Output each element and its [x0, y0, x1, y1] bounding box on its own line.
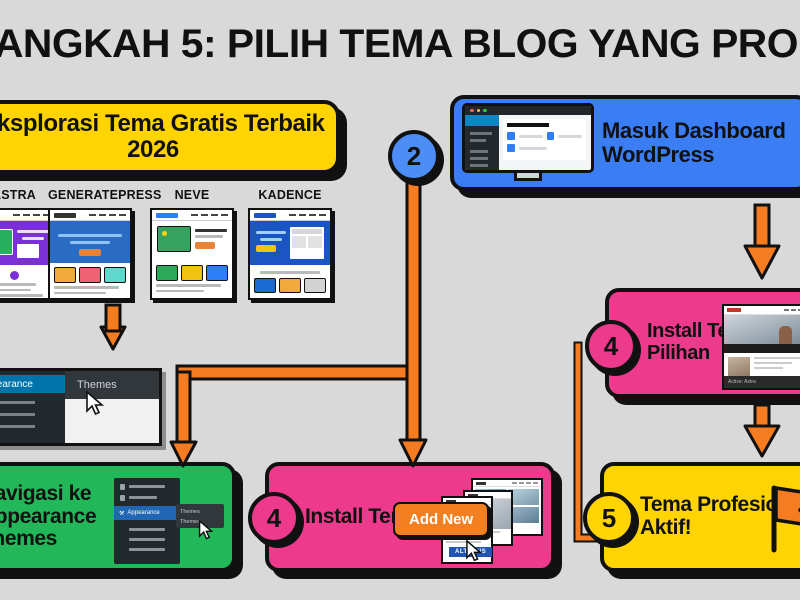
theme-column-neve[interactable]: NEVE [150, 188, 234, 300]
theme-topbar [250, 210, 330, 221]
theme-body [0, 265, 54, 298]
card-masuk-dashboard: Masuk Dashboard WordPress [450, 95, 800, 191]
theme-topbar [152, 210, 232, 221]
theme-name-label: ASTRA [0, 188, 37, 202]
banner-label: Eksplorasi Tema Gratis Terbaik 2026 [0, 110, 325, 163]
add-new-button[interactable]: Add New [393, 502, 490, 537]
monitor-illustration [462, 103, 594, 183]
theme-nav-icon [13, 214, 50, 216]
arrow-step2-to-install [398, 176, 428, 468]
card-title-tema-aktif: Tema Profesional Aktif! [640, 493, 800, 539]
arrow-install-right-to-aktif [743, 403, 781, 458]
theme-topbar [50, 210, 130, 221]
wp-appearance-item[interactable]: Appearance [0, 375, 65, 393]
step-badge-4-bottom: 4 [248, 492, 300, 544]
card-title-navigasi: Navigasi ke Appearance Themes [0, 481, 97, 551]
theme-column-astra[interactable]: ASTRA [0, 188, 56, 300]
wp-mini-appearance[interactable]: ⚒ Appearance [114, 506, 180, 520]
theme-preview-card [150, 208, 234, 300]
theme-preview-card [0, 208, 56, 300]
card-tema-profesional-aktif: Tema Profesional Aktif! [600, 462, 800, 572]
card-install-tema-bottom: Install Tema Pilihan [265, 462, 555, 572]
preview-footer-label: Active: Astra [724, 376, 800, 388]
wordpress-menu-screenshot: Appearance Themes [0, 368, 162, 446]
theme-hero [0, 221, 54, 265]
add-new-illustration: ALTIVOIS Add New [393, 474, 545, 568]
theme-nav-icon [89, 214, 126, 216]
theme-column-kadence[interactable]: KADENCE [248, 188, 332, 300]
theme-body [152, 261, 232, 298]
theme-body [50, 263, 130, 298]
card-title-masuk-dashboard: Masuk Dashboard WordPress [602, 118, 786, 167]
theme-nav-icon [191, 214, 228, 216]
step-badge-5: 5 [583, 492, 635, 544]
theme-logo-icon [156, 212, 178, 218]
card-navigasi-appearance: Navigasi ke Appearance Themes ⚒ Appearan… [0, 462, 236, 572]
theme-hero [250, 221, 330, 265]
step-badge-2: 2 [388, 130, 440, 182]
page-title: LANGKAH 5: PILIH TEMA BLOG YANG PROFESIO… [0, 22, 800, 66]
theme-hero [152, 221, 232, 261]
wp-mini-appearance-label: Appearance [127, 510, 160, 516]
theme-preview-card [248, 208, 332, 300]
wp-themes-flyout[interactable]: Themes [65, 371, 159, 399]
card-install-tema-right: Install Tema Pilihan Active: Astra [605, 288, 800, 398]
theme-nav-icon [289, 214, 326, 216]
arrow-blue-to-install-right [743, 203, 781, 280]
theme-topbar [0, 210, 54, 221]
flag-icon [760, 480, 800, 554]
wp-themes-label: Themes [77, 379, 117, 391]
step-badge-4-right: 4 [585, 320, 637, 372]
wp-mini-themes-label: Themes [180, 509, 200, 515]
theme-hero [50, 221, 130, 263]
theme-logo-icon [54, 212, 76, 218]
banner-eksplorasi-tema: Eksplorasi Tema Gratis Terbaik 2026 [0, 100, 340, 174]
theme-activated-preview: Active: Astra [722, 304, 800, 390]
theme-preview-card [48, 208, 132, 300]
theme-name-label: KADENCE [258, 188, 322, 202]
theme-logo-icon [254, 212, 276, 218]
theme-column-generatepress[interactable]: GENERATEPRESS [48, 188, 161, 300]
theme-name-label: NEVE [174, 188, 210, 202]
arrow-themes-to-menu [99, 303, 127, 351]
theme-body [250, 265, 330, 297]
wp-mini-themes-label-2: Themes [180, 519, 200, 526]
arrow-menu-to-green [169, 364, 417, 468]
